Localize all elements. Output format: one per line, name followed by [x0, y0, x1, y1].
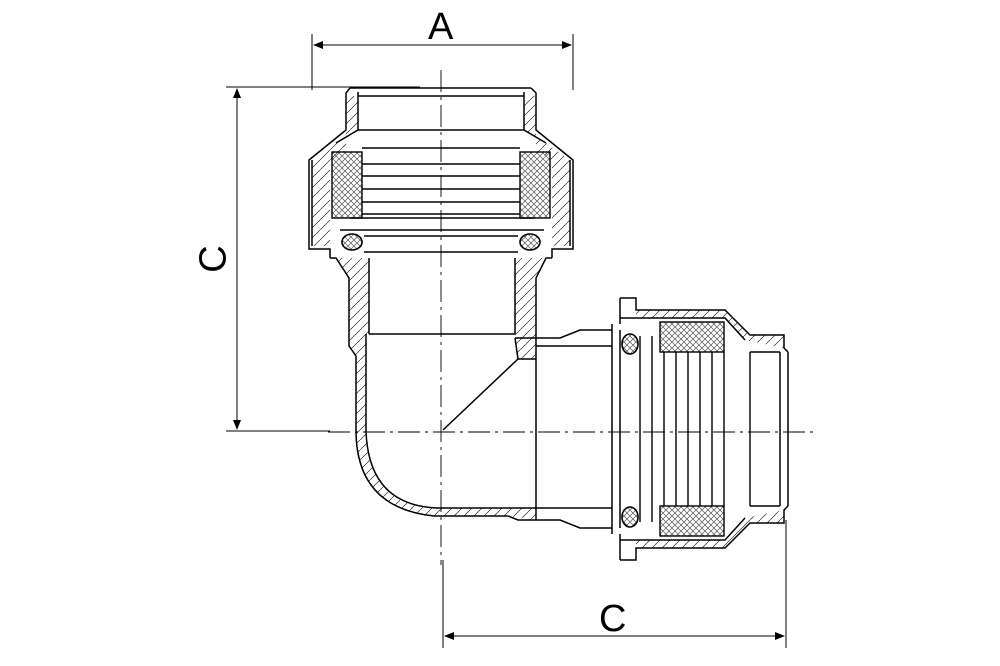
top-nut-hatch — [312, 96, 570, 246]
dimension-a — [311, 34, 574, 90]
top-grip-ring — [331, 151, 551, 219]
side-grip-ring — [659, 321, 725, 537]
top-thread-lines — [340, 147, 544, 231]
top-o-rings — [341, 233, 541, 251]
center-lines — [328, 70, 815, 565]
horizontal-branch-body — [536, 324, 621, 534]
dimension-c-vertical-label: C — [192, 245, 235, 273]
top-o-ring-seat — [364, 235, 518, 253]
dimension-c-horizontal-label: C — [599, 598, 627, 640]
side-nut-hatch — [636, 310, 784, 548]
side-inner-bore — [749, 351, 780, 507]
dimension-c-vertical — [226, 86, 420, 432]
body-wall-hatch — [336, 258, 546, 520]
side-thread-lines — [639, 336, 725, 522]
dimension-a-label: A — [428, 6, 454, 48]
side-o-rings — [621, 333, 639, 528]
dimension-c-horizontal — [442, 520, 787, 648]
